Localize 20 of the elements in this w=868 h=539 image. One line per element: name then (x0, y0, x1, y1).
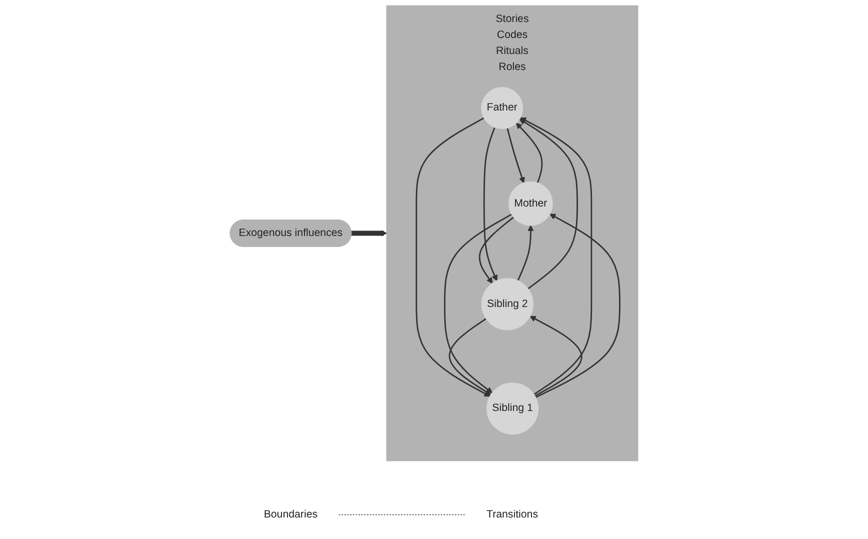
arrow (530, 316, 582, 397)
arrow (506, 128, 525, 184)
arrow (483, 127, 498, 282)
arrow (351, 230, 387, 236)
connector (338, 514, 466, 516)
arrow (517, 225, 534, 282)
arrow (516, 122, 543, 184)
node-circle: Mother (508, 181, 553, 226)
node-text: Transitions (486, 508, 538, 520)
arrow (444, 214, 512, 394)
arrow (448, 318, 492, 396)
node-text: Boundaries (264, 508, 318, 520)
arrow (535, 214, 620, 398)
arrow (478, 216, 514, 284)
arrow (519, 118, 578, 290)
arrow (520, 117, 592, 396)
node-circle: Father (481, 87, 524, 130)
node-circle: Sibling 2 (481, 278, 534, 330)
node-circle: Sibling 1 (486, 382, 539, 435)
arrow (416, 117, 490, 397)
